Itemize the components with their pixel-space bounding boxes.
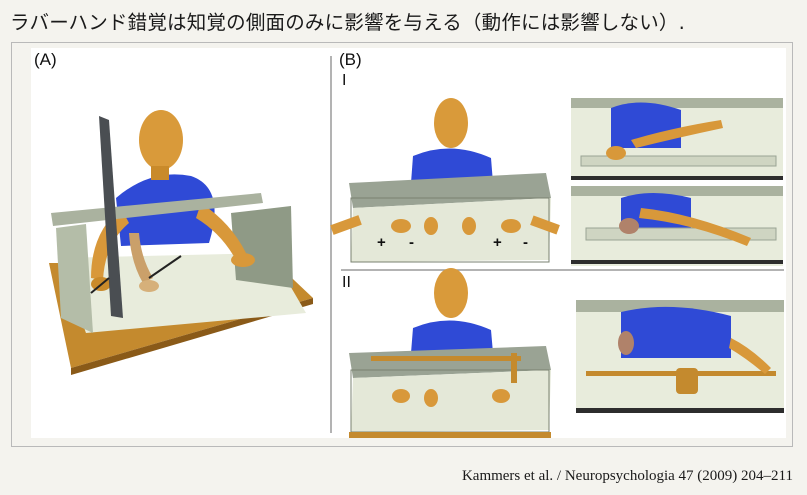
- marker-plus-left: +: [377, 234, 386, 251]
- box-front: [351, 198, 551, 262]
- panel-b-row2-photo: [576, 300, 784, 413]
- slide-title: ラバーハンド錯覚は知覚の側面のみに影響を与える（動作には影響しない）.: [10, 11, 686, 34]
- rubber-arm: [129, 233, 153, 283]
- head: [139, 110, 183, 170]
- figure-illustration: [49, 56, 784, 438]
- panel-a-label: (A): [34, 50, 57, 69]
- panel-a-scene: [49, 110, 313, 375]
- right-arm: [196, 203, 246, 260]
- panel-b-row1-photo-top: [571, 98, 783, 180]
- panel-b-label: (B): [339, 50, 362, 69]
- panel-b-row2-main: [349, 268, 551, 438]
- box-top: [349, 173, 551, 208]
- figure-image: (A) (B) I II + - + -: [31, 48, 786, 438]
- panel-b-row1-photo-bottom: [571, 186, 783, 266]
- marker-plus-right: +: [493, 234, 502, 251]
- top-bar: [51, 193, 263, 226]
- citation: Kammers et al. / Neuropsychologia 47 (20…: [461, 468, 793, 484]
- screen-panel: [99, 116, 123, 318]
- marker-minus-left: -: [409, 234, 414, 251]
- row-2-label: II: [342, 274, 351, 291]
- row-1-label: I: [342, 72, 347, 89]
- marker-minus-right: -: [523, 234, 528, 251]
- panel-b-row1-main: [330, 98, 560, 263]
